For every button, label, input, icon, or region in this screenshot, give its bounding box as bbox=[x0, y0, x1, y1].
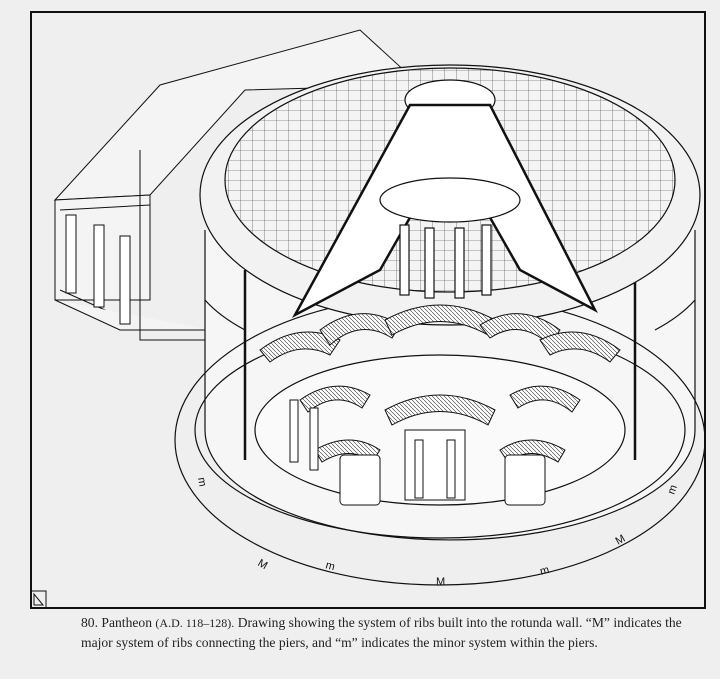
caption-number: 80. bbox=[81, 615, 98, 630]
portico bbox=[53, 29, 422, 341]
caption-date: (A.D. 118–128). bbox=[155, 616, 235, 630]
pantheon-rib-drawing: m M m M m M m bbox=[30, 11, 706, 609]
caption-text: Drawing showing the system of ribs built… bbox=[81, 615, 682, 650]
figure-caption: 80. Pantheon (A.D. 118–128). Drawing sho… bbox=[81, 613, 701, 652]
label-m: m bbox=[195, 476, 208, 487]
dome bbox=[199, 64, 701, 326]
label-m: m bbox=[666, 483, 680, 496]
caption-title: Pantheon bbox=[101, 615, 152, 630]
interior-columns bbox=[289, 399, 546, 506]
label-m: m bbox=[324, 559, 336, 573]
label-m: m bbox=[539, 564, 551, 578]
label-M: M bbox=[436, 576, 445, 588]
corner-mark-icon bbox=[30, 590, 47, 609]
